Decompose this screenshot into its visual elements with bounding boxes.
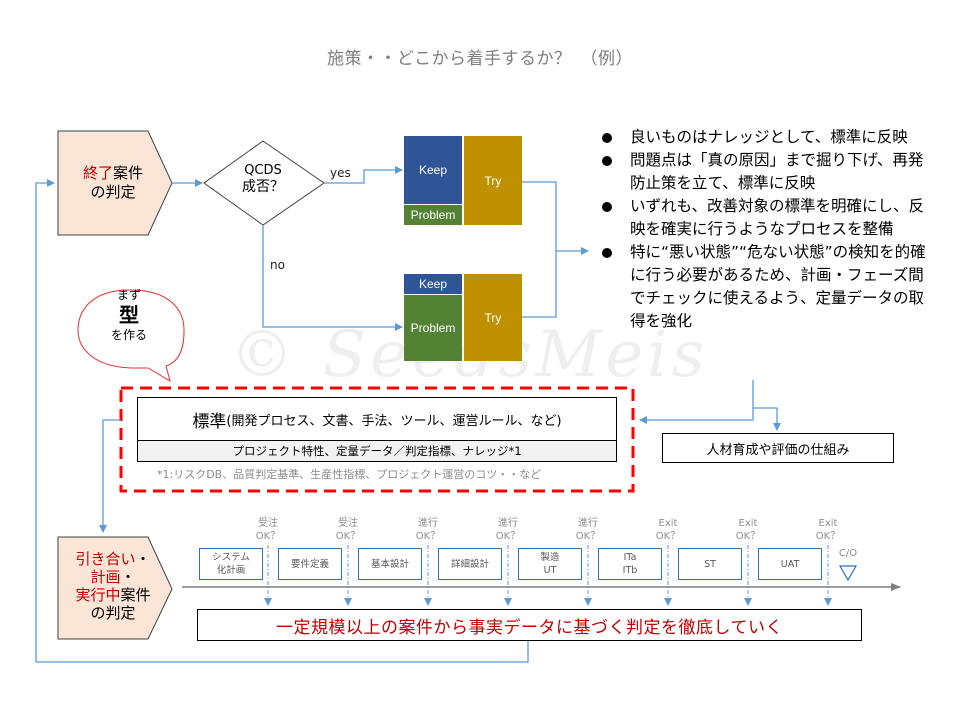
kpt-yes-keep: Keep [404, 136, 462, 204]
phase-line2: UT [543, 565, 557, 576]
gate-check: OK？ [415, 531, 441, 542]
gate-label: 進行 OK？ [488, 517, 528, 543]
standard-footnote: *1:リスクDB、品質判定基準、生産性指標、プロジェクト運営のコツ・・など [157, 468, 542, 481]
kpt-no-try: Try [464, 274, 522, 361]
phase-line1: システム [212, 552, 250, 563]
phase-box: システム化計画 [199, 548, 263, 580]
conclusion-box: 一定規模以上の案件から事実データに基づく判定を徹底していく [197, 609, 862, 641]
completed-label: 終了 [82, 164, 113, 182]
gate-label: 進行 OK？ [568, 517, 608, 543]
gate-type: Exit [738, 518, 758, 529]
bullet-item: 特に“悪い状態”“危ない状態”の検知を的確に行う必要があるため、計画・フェーズ間… [596, 241, 926, 333]
callout-line1: まず [116, 288, 141, 302]
page-title: 施策・・どこから着手するか？ （例） [327, 49, 633, 69]
qcds-label: QCDS [244, 163, 282, 178]
callout-line3: を作る [110, 328, 147, 342]
gate-check: OK？ [335, 531, 361, 542]
gate-label: 受注 OK？ [328, 517, 368, 543]
yes-label: yes [330, 166, 351, 180]
callout-kata: 型 [119, 303, 139, 327]
standard-sub: プロジェクト特性、定量データ／判定指標、ナレッジ*1 [138, 441, 616, 461]
kpt-no-keep: Keep [404, 274, 462, 294]
gate-type: 受注 [338, 518, 358, 529]
gate-type: 受注 [258, 518, 278, 529]
gate-type: 進行 [418, 518, 438, 529]
gate-check: OK？ [815, 531, 841, 542]
phase-line1: 基本設計 [370, 558, 409, 570]
judgement-label: の判定 [90, 183, 136, 201]
kpt-no-problem: Problem [404, 295, 462, 361]
gate-label: 受注 OK？ [248, 517, 288, 543]
phase-box: 製造 UT [518, 548, 582, 580]
gate-check: OK？ [255, 531, 281, 542]
in-progress-label: 実行中 [75, 586, 121, 604]
hr-evaluation-box: 人材育成や評価の仕組み [662, 433, 894, 463]
gate-type: 進行 [498, 518, 518, 529]
planning-label: 計画 [90, 568, 121, 586]
no-label: no [270, 258, 285, 272]
cutover-label: C/O [838, 548, 858, 559]
cutover-triangle [838, 565, 858, 582]
phase-line1: 詳細設計 [450, 558, 489, 570]
separator: ・ [120, 568, 136, 586]
judgement-label: の判定 [90, 604, 136, 622]
gate-type: Exit [658, 518, 678, 529]
bullet-item: 良いものはナレッジとして、標準に反映 [596, 126, 926, 149]
case-label: 案件 [113, 164, 144, 182]
completed-judge-label: 終了案件 の判定 [58, 164, 168, 202]
case-label: 案件 [120, 586, 151, 604]
phase-line1: ITa [623, 552, 637, 563]
phase-box: UAT [758, 548, 822, 580]
phase-box: 詳細設計 [438, 548, 502, 580]
gate-check: OK？ [735, 531, 761, 542]
kpt-yes-problem: Problem [404, 205, 462, 225]
standard-details: (開発プロセス、文書、手法、ツール、運営ルール、など) [226, 413, 562, 429]
decision-label: QCDS 成否？ [205, 162, 321, 196]
callout-text: まず 型 を作る [82, 287, 176, 343]
ongoing-judge-label: 引き合い・ 計画・ 実行中案件 の判定 [58, 550, 168, 622]
kpt-yes-try: Try [464, 136, 522, 225]
standard-main: 標準(開発プロセス、文書、手法、ツール、運営ルール、など) [138, 398, 616, 441]
phase-line2: 化計画 [216, 565, 246, 576]
gate-label: 進行 OK？ [408, 517, 448, 543]
phase-line1: ST [704, 558, 716, 570]
inquiry-label: 引き合い [75, 550, 136, 568]
standard-box: 標準(開発プロセス、文書、手法、ツール、運営ルール、など) プロジェクト特性、定… [137, 397, 617, 462]
phase-box: 要件定義 [278, 548, 342, 580]
gate-type: 進行 [578, 518, 598, 529]
phase-line1: UAT [780, 558, 800, 570]
phase-box: ST [678, 548, 742, 580]
phase-line2: ITb [622, 565, 638, 576]
separator: ・ [135, 550, 151, 568]
improvement-bullets: 良いものはナレッジとして、標準に反映 問題点は「真の原因」まで掘り下げ、再発防止… [596, 126, 926, 333]
standard-title: 標準 [192, 411, 227, 432]
phase-box: 基本設計 [358, 548, 422, 580]
gate-check: OK？ [495, 531, 521, 542]
bullet-item: 問題点は「真の原因」まで掘り下げ、再発防止策を立て、標準に反映 [596, 149, 926, 195]
success-question-label: 成否？ [242, 179, 284, 195]
bullet-item: いずれも、改善対象の標準を明確にし、反映を確実に行うようなプロセスを整備 [596, 195, 926, 241]
gate-check: OK？ [575, 531, 601, 542]
gate-check: OK？ [655, 531, 681, 542]
gate-type: Exit [818, 518, 838, 529]
phase-line1: 製造 [540, 552, 560, 563]
phase-line1: 要件定義 [290, 558, 329, 570]
